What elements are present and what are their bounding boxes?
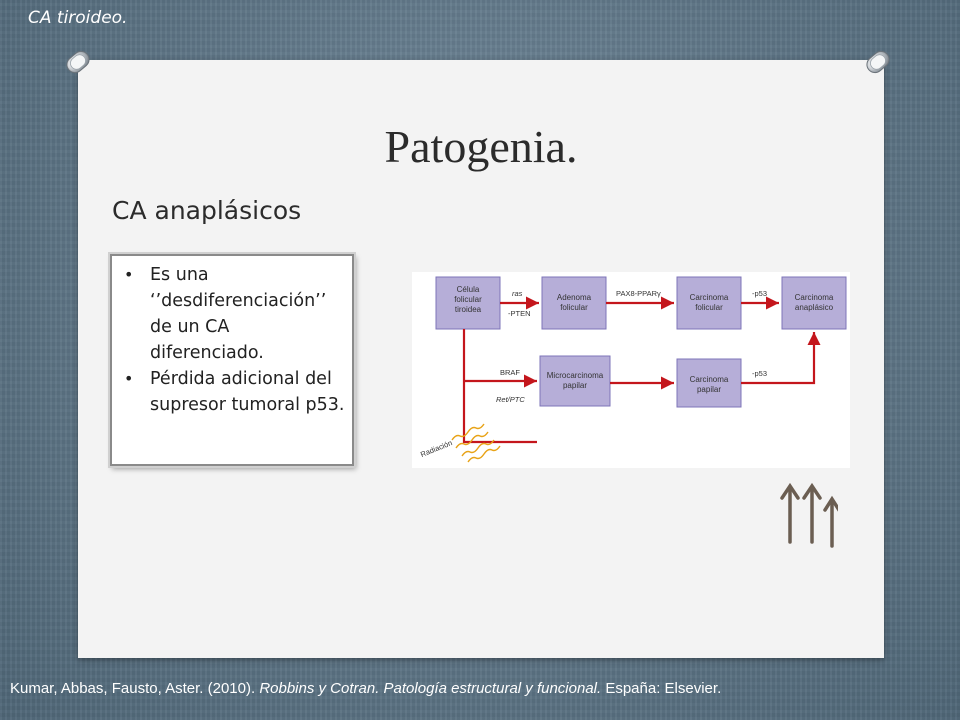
bullet-item: •Es una ‘’desdiferenciación’’ de un CA d… [124, 265, 327, 363]
node-adenoma [541, 276, 607, 330]
three-up-arrows-icon [780, 482, 838, 548]
bullet-text: Es una ‘’desdiferenciación’’ de un CA di… [150, 265, 327, 363]
node-label: Carcinoma [795, 293, 834, 302]
node-label: Carcinoma [690, 375, 729, 384]
bullet-list: •Es una ‘’desdiferenciación’’ de un CA d… [112, 256, 352, 418]
edge-label: -p53 [752, 369, 767, 378]
node-label: folicular [560, 303, 588, 312]
pathogenesis-diagram: Célula folicular tiroidea Adenoma folicu… [412, 272, 850, 468]
topic-label: CA tiroideo. [28, 8, 128, 28]
edge-label: -p53 [752, 289, 767, 298]
node-label: folicular [454, 295, 482, 304]
pushpin-icon [866, 50, 890, 74]
bullet-text: Pérdida adicional del supresor tumoral p… [150, 369, 345, 415]
node-label: Célula [457, 285, 480, 294]
radiation-waves-icon [451, 423, 501, 463]
citation-place: España: Elsevier. [601, 680, 722, 697]
arrow-edge [741, 332, 821, 385]
citation-authors: Kumar, Abbas, Fausto, Aster. (2010). [10, 680, 260, 697]
node-label: papilar [697, 385, 721, 394]
pushpin-icon [66, 50, 90, 74]
slide-title: Patogenia. [384, 121, 578, 172]
node-celula [435, 276, 501, 330]
slide-card: Patogenia. CA anaplásicos •Es una ‘’desd… [78, 60, 884, 658]
edge-label: PAX8-PPARγ [616, 289, 661, 298]
arrow-edge [462, 329, 537, 444]
diagram-svg: Célula folicular tiroidea Adenoma folicu… [419, 276, 847, 463]
node-label: Adenoma [557, 293, 592, 302]
bullet-item: •Pérdida adicional del supresor tumoral … [124, 369, 345, 415]
node-label: papilar [563, 381, 587, 390]
bullet-box: •Es una ‘’desdiferenciación’’ de un CA d… [110, 254, 354, 466]
node-label: tiroidea [455, 305, 482, 314]
node-carc-papilar [676, 358, 742, 408]
node-microcarcinoma [539, 355, 611, 407]
node-carc-folicular [676, 276, 742, 330]
citation-book: Robbins y Cotran. Patología estructural … [259, 680, 602, 697]
node-label: Carcinoma [690, 293, 729, 302]
edge-label: Ret/PTC [496, 395, 525, 404]
node-label: anaplásico [795, 303, 834, 312]
node-label: folicular [695, 303, 723, 312]
edge-label: Radiación [419, 438, 453, 459]
edge-label: -PTEN [508, 309, 531, 318]
citation: Kumar, Abbas, Fausto, Aster. (2010). Rob… [10, 680, 721, 697]
slide-subtitle: CA anaplásicos [112, 196, 302, 225]
node-carc-anaplasico [781, 276, 847, 330]
edge-label: ras [512, 289, 523, 298]
node-label: Microcarcinoma [547, 371, 604, 380]
edge-label: BRAF [500, 368, 520, 377]
